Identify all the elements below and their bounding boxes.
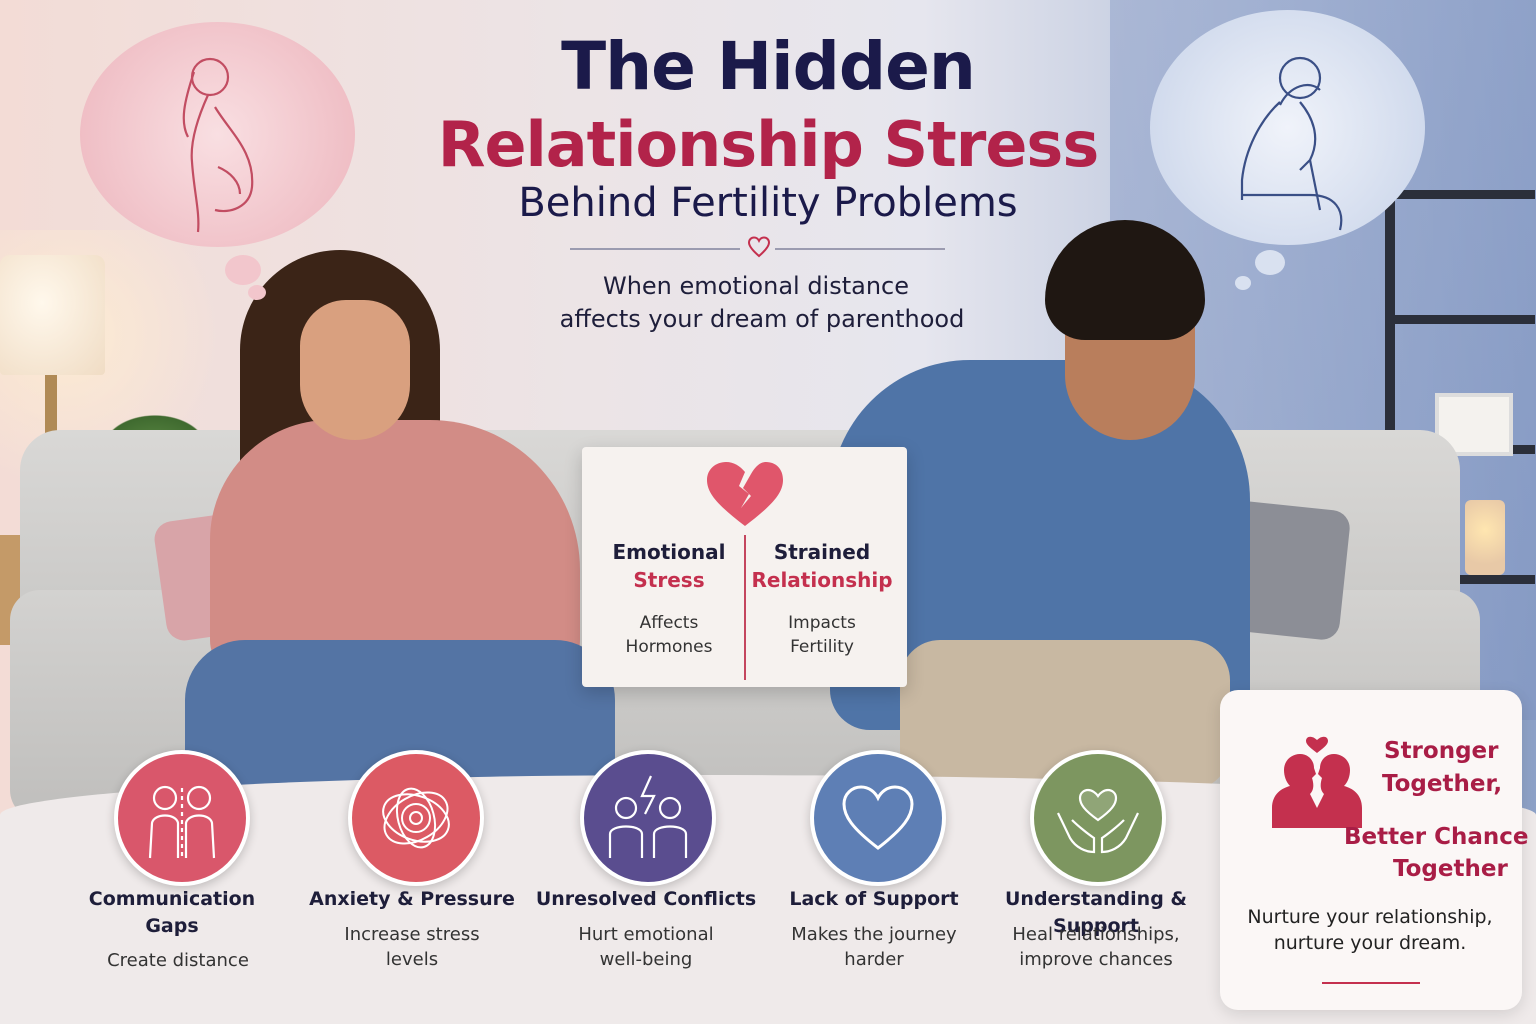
tangled-lines-icon xyxy=(382,787,450,849)
conflict-people-icon xyxy=(608,775,688,858)
feature-title: Communication xyxy=(88,888,256,910)
feature-title: Anxiety & Pressure xyxy=(309,888,515,910)
divider-line xyxy=(775,248,945,250)
thought-cloud-pregnant-woman xyxy=(80,22,355,247)
woman-figure xyxy=(210,420,580,680)
card-left-body-1: Affects xyxy=(639,613,699,633)
cloud-bubble xyxy=(1255,250,1285,275)
closing-sub-1: Nurture your relationship, xyxy=(1247,906,1493,928)
closing-underline xyxy=(1322,982,1420,984)
card-left-heading: Emotional xyxy=(612,540,726,564)
subtitle-line-1: When emotional distance xyxy=(602,272,910,300)
thought-cloud-stressed-man xyxy=(1150,10,1425,245)
closing-title-4: Together xyxy=(1393,856,1508,882)
card-left-accent: Stress xyxy=(633,568,705,592)
hands-heart-icon xyxy=(1057,788,1139,854)
cloud-bubble xyxy=(225,255,261,285)
feature-desc: levels xyxy=(385,949,439,970)
heart-icon xyxy=(747,236,771,258)
card-right-heading: Strained xyxy=(773,540,871,564)
subtitle-line-2: affects your dream of parenthood xyxy=(559,305,965,333)
card-right-body-1: Impacts xyxy=(788,613,856,633)
candle-icon xyxy=(1465,500,1505,575)
card-divider xyxy=(744,535,746,680)
feature-desc: improve chances xyxy=(1019,949,1173,970)
pregnant-woman-icon xyxy=(182,57,254,233)
support-circle xyxy=(810,750,946,886)
feature-desc: Create distance xyxy=(107,950,249,971)
heart-outline-icon xyxy=(842,785,914,850)
feature-desc: harder xyxy=(844,949,904,970)
card-left-body-2: Hormones xyxy=(625,637,713,657)
lamp-icon xyxy=(0,255,105,375)
closing-card xyxy=(1220,690,1522,1010)
feature-desc: Increase stress xyxy=(344,924,480,945)
feature-desc: Makes the journey xyxy=(791,924,957,945)
closing-sub-2: nurture your dream. xyxy=(1273,932,1467,954)
stressed-man-icon xyxy=(1240,56,1343,231)
feature-desc: well-being xyxy=(599,949,693,970)
feature-title: Lack of Support xyxy=(789,888,959,910)
understanding-circle xyxy=(1030,750,1166,886)
anxiety-circle xyxy=(348,750,484,886)
feature-title: Understanding & Support xyxy=(1005,888,1187,937)
broken-heart-icon xyxy=(707,462,783,526)
feature-desc: Heal relationships, xyxy=(1012,924,1180,945)
feature-title: Unresolved Conflicts xyxy=(535,888,757,910)
card-right-body-2: Fertility xyxy=(790,637,854,657)
card-right-accent: Relationship xyxy=(751,568,893,592)
photo-frame xyxy=(1435,393,1513,456)
closing-title-3: Better Chance xyxy=(1344,824,1529,850)
cloud-bubble xyxy=(1235,276,1251,290)
feature-title: Gaps xyxy=(145,915,199,937)
cloud-bubble xyxy=(248,285,266,300)
feature-desc: Hurt emotional xyxy=(578,924,714,945)
two-people-apart-icon xyxy=(148,785,216,859)
closing-title-2: Together, xyxy=(1382,771,1503,797)
man-hair xyxy=(1045,220,1205,340)
communication-circle xyxy=(114,750,250,886)
title-line-3: Behind Fertility Problems xyxy=(518,180,1018,226)
closing-title-1: Stronger xyxy=(1384,738,1499,764)
woman-face xyxy=(300,300,410,440)
divider-line xyxy=(570,248,740,250)
title-line-1: The Hidden xyxy=(561,28,976,105)
title-line-2: Relationship Stress xyxy=(437,108,1100,181)
conflicts-circle xyxy=(580,750,716,886)
couple-heart-icon xyxy=(1272,736,1362,828)
